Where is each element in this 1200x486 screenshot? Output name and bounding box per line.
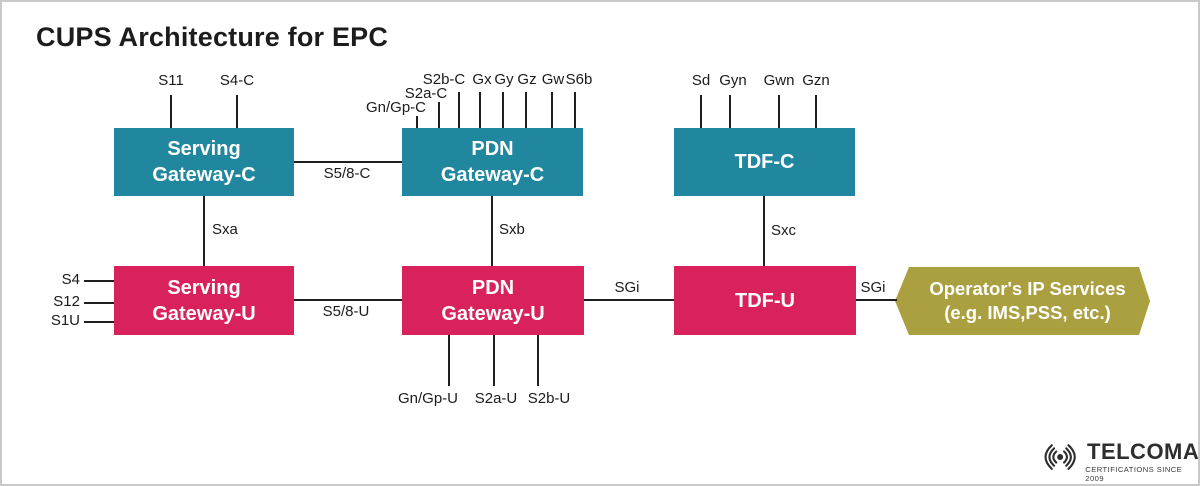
sxb-connector-line xyxy=(491,196,493,266)
s2b-c-stub-line xyxy=(458,92,460,128)
s1u-stub-line xyxy=(84,321,114,323)
sgi-pgw-tdf-connector-line xyxy=(584,299,674,301)
interface-label-gz: Gz xyxy=(517,71,537,88)
page-title: CUPS Architecture for EPC xyxy=(36,22,389,52)
gw-stub-line xyxy=(551,92,553,128)
interface-label-sxb: Sxb xyxy=(499,221,525,238)
interface-label-s2a-u: S2a-U xyxy=(474,390,518,407)
sxc-connector-line xyxy=(763,196,765,266)
node-tdf-u: TDF-U xyxy=(674,266,856,335)
node-tdf-c: TDF-C xyxy=(674,128,855,196)
node-serving-gateway-u: Serving Gateway-U xyxy=(114,266,294,335)
s2a-c-stub-line xyxy=(438,102,440,128)
gz-stub-line xyxy=(525,92,527,128)
s4-stub-line xyxy=(84,280,114,282)
node-serving-gateway-c: Serving Gateway-C xyxy=(114,128,294,196)
interface-label-s12: S12 xyxy=(53,293,80,310)
s58-u-connector-line xyxy=(294,299,402,301)
gyn-stub-line xyxy=(729,95,731,128)
interface-label-sgi-2: SGi xyxy=(860,279,886,296)
sgi-tdf-services-connector-line xyxy=(856,299,897,301)
s2a-u-stub-line xyxy=(493,335,495,386)
gwn-stub-line xyxy=(778,95,780,128)
interface-label-s2b-c: S2b-C xyxy=(422,71,466,88)
interface-label-gy: Gy xyxy=(494,71,514,88)
interface-label-s58-c: S5/8-C xyxy=(323,165,371,182)
telcoma-logo: TELCOMA CERTIFICATIONS SINCE 2009 xyxy=(1037,439,1200,484)
interface-label-s58-u: S5/8-U xyxy=(322,303,370,320)
interface-label-s4-c: S4-C xyxy=(219,72,255,89)
gx-stub-line xyxy=(479,92,481,128)
interface-label-gyn: Gyn xyxy=(719,72,747,89)
interface-label-s6b: S6b xyxy=(565,71,593,88)
logo-text: TELCOMA CERTIFICATIONS SINCE 2009 xyxy=(1085,439,1200,484)
node-pdn-gateway-u: PDN Gateway-U xyxy=(402,266,584,335)
interface-label-sxc: Sxc xyxy=(771,222,797,239)
interface-label-gn-gp-c: Gn/Gp-C xyxy=(365,99,427,116)
interface-label-s1u: S1U xyxy=(50,312,80,329)
node-operators-ip-services: Operator's IP Services (e.g. IMS,PSS, et… xyxy=(895,267,1150,335)
interface-label-gwn: Gwn xyxy=(763,72,795,89)
interface-label-sd: Sd xyxy=(691,72,711,89)
logo-name: TELCOMA xyxy=(1087,439,1200,464)
s11-stub-line xyxy=(170,95,172,128)
interface-label-sgi-1: SGi xyxy=(614,279,640,296)
signal-waves-icon xyxy=(1044,444,1076,470)
gy-stub-line xyxy=(502,92,504,128)
logo-tagline: CERTIFICATIONS SINCE 2009 xyxy=(1085,465,1183,483)
gngp-c-stub-line xyxy=(416,116,418,128)
node-pdn-gateway-c: PDN Gateway-C xyxy=(402,128,583,196)
s2b-u-stub-line xyxy=(537,335,539,386)
interface-label-gw: Gw xyxy=(541,71,565,88)
gzn-stub-line xyxy=(815,95,817,128)
s58-c-connector-line xyxy=(294,161,402,163)
interface-label-gzn: Gzn xyxy=(802,72,830,89)
gngp-u-stub-line xyxy=(448,335,450,386)
interface-label-sxa: Sxa xyxy=(212,221,238,238)
sd-stub-line xyxy=(700,95,702,128)
interface-label-s2b-u: S2b-U xyxy=(527,390,571,407)
s4c-stub-line xyxy=(236,95,238,128)
interface-label-s11: S11 xyxy=(158,72,184,89)
s6b-stub-line xyxy=(574,92,576,128)
sxa-connector-line xyxy=(203,196,205,266)
s12-stub-line xyxy=(84,302,114,304)
interface-label-gn-gp-u: Gn/Gp-U xyxy=(397,390,459,407)
interface-label-gx: Gx xyxy=(472,71,492,88)
interface-label-s2a-c: S2a-C xyxy=(404,85,448,102)
interface-label-s4: S4 xyxy=(61,271,80,288)
